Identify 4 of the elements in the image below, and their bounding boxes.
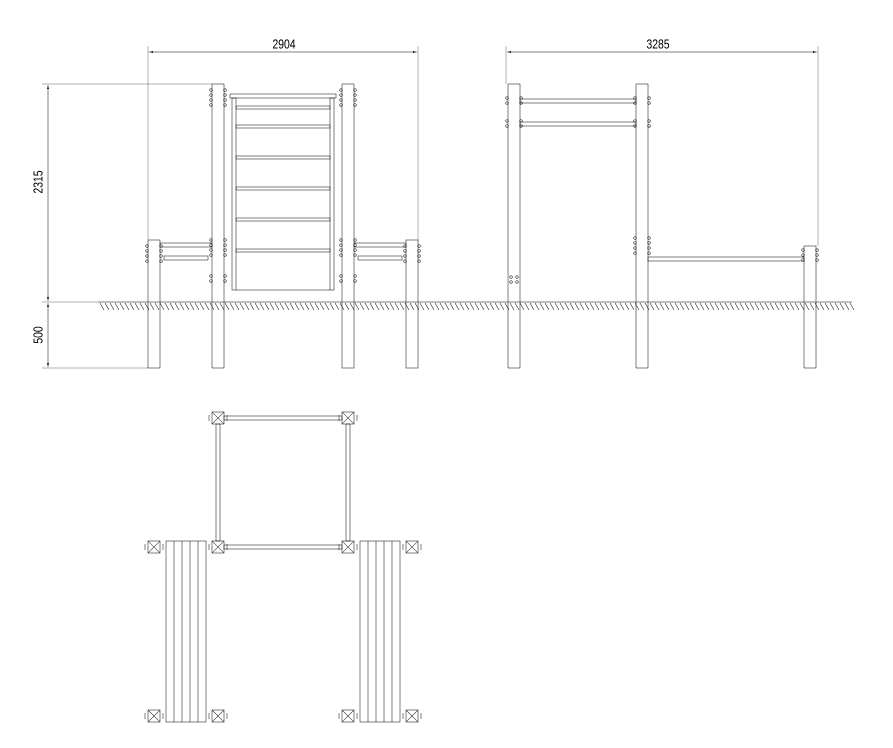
- dimension-text: 2904: [272, 39, 296, 49]
- dimension-text: 2315: [33, 170, 43, 194]
- dimension-text: 3285: [646, 39, 670, 49]
- dimension-text: 500: [33, 326, 43, 344]
